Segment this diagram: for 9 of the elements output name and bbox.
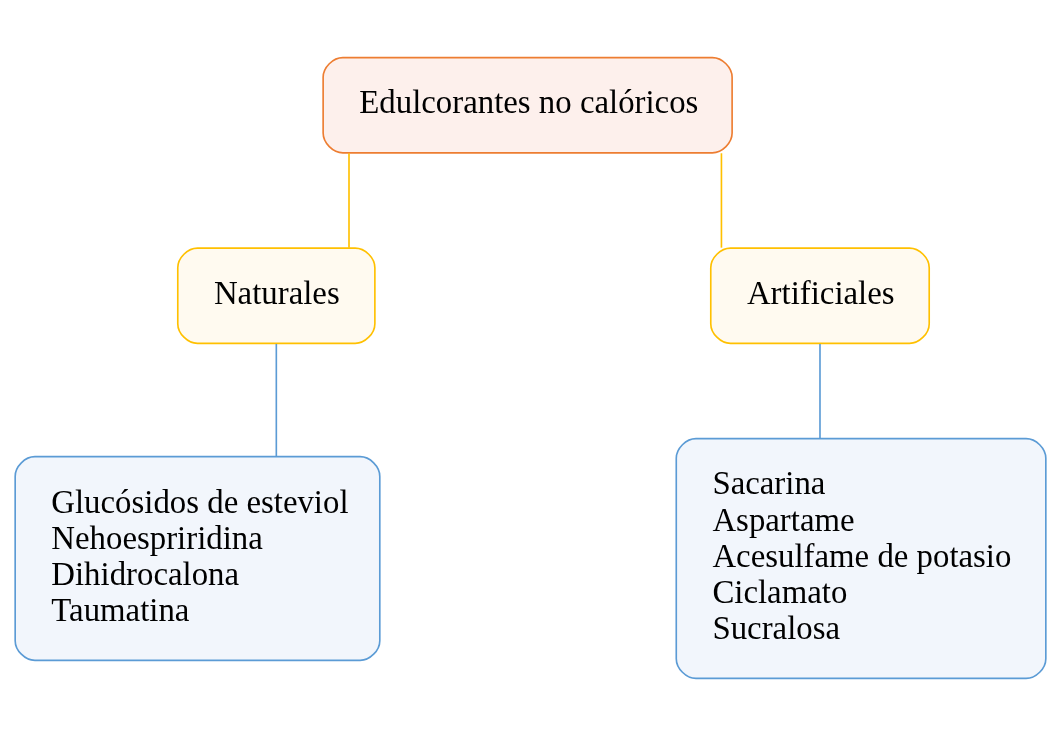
node-box: Artificiales [709, 247, 931, 345]
connector [348, 152, 350, 249]
connector [275, 343, 278, 457]
node-box: Glucósidos de esteviol Nehoespriridina Dihidrocalona Taumatina [14, 455, 381, 662]
connector [720, 152, 723, 249]
node-box: Sacarina Aspartame Acesulfame de potasio Ciclamato Sucralosa [675, 437, 1047, 680]
node-box: Naturales [176, 247, 376, 345]
node-box: Edulcorantes no calóricos [322, 56, 733, 154]
connector [819, 343, 821, 440]
